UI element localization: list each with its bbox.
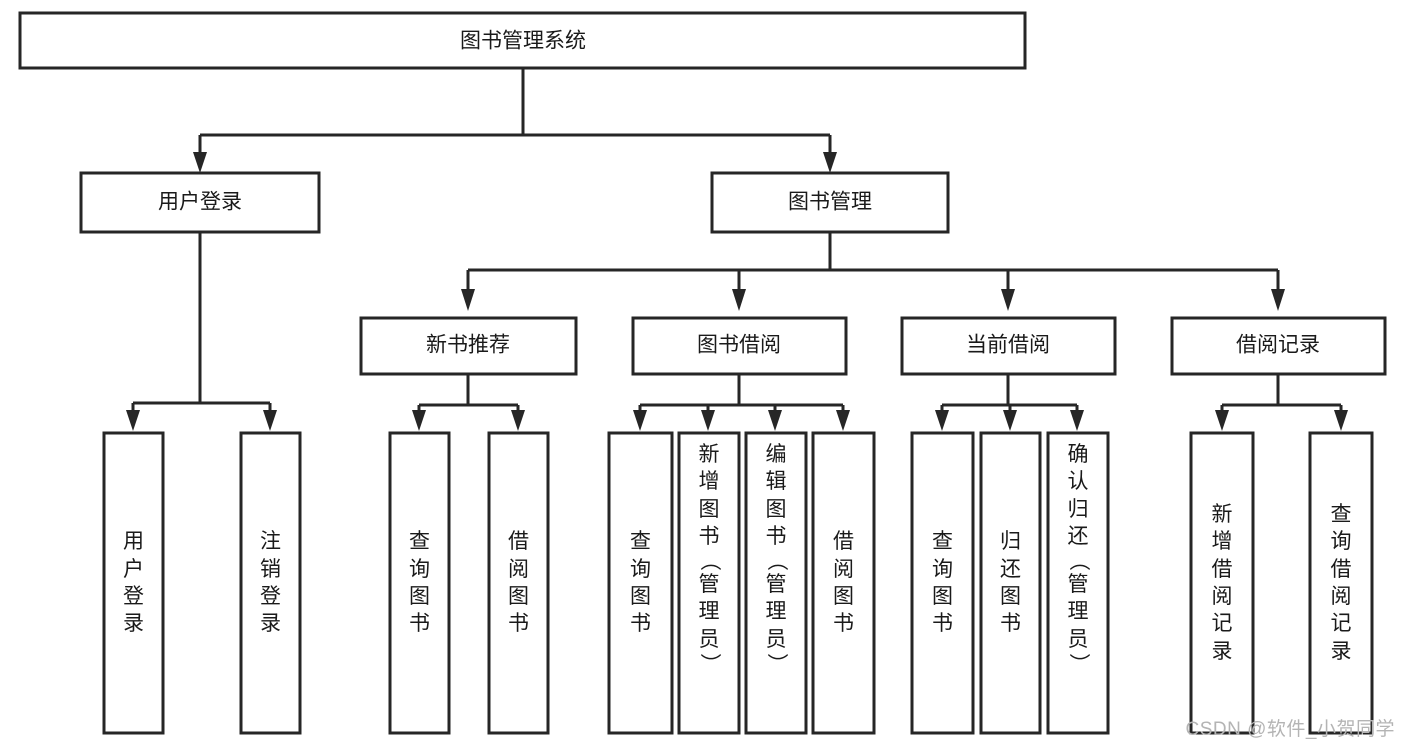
node-user-login[interactable]: 用户登录 xyxy=(79,171,321,234)
node-borrow-record[interactable]: 借阅记录 xyxy=(1170,316,1387,376)
leaf-box-book-borrow-2[interactable] xyxy=(677,431,741,735)
arrowhead-borrow-l2 xyxy=(701,410,715,431)
arrowhead-current-borrow xyxy=(1001,289,1015,311)
node-current-borrow-label: 当前借阅 xyxy=(966,334,1050,357)
node-root-box[interactable] xyxy=(18,11,1027,70)
watermark: CSDN @软件_小贺同学 xyxy=(1185,719,1395,740)
node-book-borrow-label: 图书借阅 xyxy=(697,334,781,357)
node-book-borrow-box[interactable] xyxy=(631,316,848,376)
arrowhead-borrow-l1 xyxy=(633,410,647,431)
node-borrow-record-label: 借阅记录 xyxy=(1236,334,1320,357)
node-book-borrow[interactable]: 图书借阅 xyxy=(631,316,848,376)
arrowhead-current-l1 xyxy=(935,410,949,431)
node-root-label: 图书管理系统 xyxy=(460,30,586,53)
node-current-borrow[interactable]: 当前借阅 xyxy=(900,316,1117,376)
leaf-box-book-borrow-4[interactable] xyxy=(811,431,876,735)
leaf-box-book-borrow-3[interactable] xyxy=(744,431,808,735)
arrowhead-book-borrow xyxy=(732,289,746,311)
arrowhead-book-mgmt xyxy=(823,152,837,173)
leaf-box-book-borrow-1[interactable] xyxy=(607,431,674,735)
leaf-box-user-login-1[interactable] xyxy=(102,431,165,735)
node-book-management[interactable]: 图书管理 xyxy=(710,171,950,234)
node-book-management-label: 图书管理 xyxy=(788,191,872,214)
node-new-book-recommend[interactable]: 新书推荐 xyxy=(359,316,578,376)
arrowhead-borrow-l3 xyxy=(768,410,782,431)
node-root[interactable]: 图书管理系统 xyxy=(18,11,1027,70)
leaf-box-current-borrow-1[interactable] xyxy=(910,431,975,735)
node-current-borrow-box[interactable] xyxy=(900,316,1117,376)
arrowhead-userlogin-leaf1 xyxy=(126,410,140,431)
leaf-box-user-login-2[interactable] xyxy=(239,431,302,735)
leaf-box-new-book-1[interactable] xyxy=(388,431,451,735)
arrowhead-current-l3 xyxy=(1070,410,1084,431)
arrowhead-user-login xyxy=(193,152,207,173)
arrowhead-record-l1 xyxy=(1215,410,1229,431)
node-new-book-recommend-label: 新书推荐 xyxy=(426,334,510,357)
leaf-box-borrow-record-2[interactable] xyxy=(1308,431,1374,735)
arrowhead-borrow-record xyxy=(1271,289,1285,311)
node-borrow-record-box[interactable] xyxy=(1170,316,1387,376)
node-user-login-box[interactable] xyxy=(79,171,321,234)
arrowhead-current-l2 xyxy=(1003,410,1017,431)
node-user-login-label: 用户登录 xyxy=(158,191,242,214)
leaf-box-current-borrow-3[interactable] xyxy=(1046,431,1110,735)
node-book-management-box[interactable] xyxy=(710,171,950,234)
leaf-box-current-borrow-2[interactable] xyxy=(979,431,1042,735)
arrowhead-userlogin-leaf2 xyxy=(263,410,277,431)
leaf-box-new-book-2[interactable] xyxy=(487,431,550,735)
arrowhead-record-l2 xyxy=(1334,410,1348,431)
arrowhead-newbook-l2 xyxy=(511,410,525,431)
arrowhead-newbook-l1 xyxy=(412,410,426,431)
node-new-book-recommend-box[interactable] xyxy=(359,316,578,376)
connector-group xyxy=(126,68,1348,431)
arrowhead-new-book xyxy=(461,289,475,311)
leaf-box-borrow-record-1[interactable] xyxy=(1189,431,1255,735)
arrowhead-borrow-l4 xyxy=(836,410,850,431)
